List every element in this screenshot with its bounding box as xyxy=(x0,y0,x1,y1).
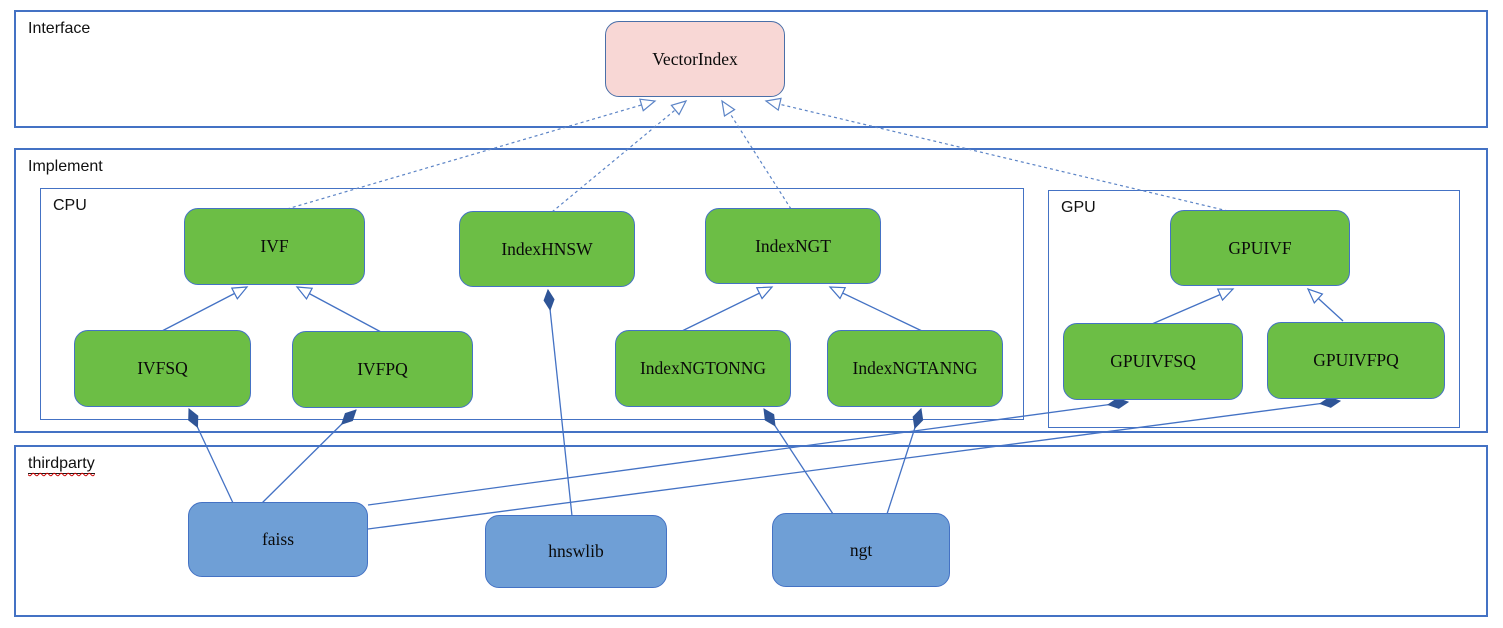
edge-faiss-gpuivfsq[interactable] xyxy=(367,402,1128,506)
node-ivfpq-label: IVFPQ xyxy=(357,359,408,379)
edge-hnswlib-indexhnsw[interactable] xyxy=(548,290,573,517)
section-cpu-label: CPU xyxy=(53,197,87,214)
node-gpuivfsq[interactable]: GPUIVFSQ xyxy=(1063,323,1243,400)
edge-ngt-indexngtanng[interactable] xyxy=(886,409,921,515)
node-ivfpq[interactable]: IVFPQ xyxy=(292,331,473,408)
edge-faiss-ivfpq[interactable] xyxy=(261,410,356,504)
node-indexngtanng[interactable]: IndexNGTANNG xyxy=(827,330,1003,407)
node-indexhnsw-label: IndexHNSW xyxy=(501,238,593,259)
edge-indexhnsw-vectorindex[interactable] xyxy=(551,100,688,213)
node-hnswlib-label: hnswlib xyxy=(548,541,604,561)
node-indexngtonng-label: IndexNGTONNG xyxy=(639,358,767,378)
section-thirdparty-label: thirdparty xyxy=(28,455,95,474)
node-indexngt[interactable]: IndexNGT xyxy=(705,208,881,284)
edge-ngt-indexngtonng[interactable] xyxy=(764,409,834,515)
edge-indexngtonng-indexngt[interactable] xyxy=(681,286,774,332)
edge-gpuivfsq-gpuivf[interactable] xyxy=(1151,288,1235,325)
edge-gpuivfpq-gpuivf[interactable] xyxy=(1306,287,1344,322)
node-gpuivfpq[interactable]: GPUIVFPQ xyxy=(1267,322,1445,399)
edge-ivfpq-ivf[interactable] xyxy=(295,286,382,333)
node-hnswlib[interactable]: hnswlib xyxy=(485,515,667,588)
node-indexngtanng-label: IndexNGTANNG xyxy=(852,358,978,378)
node-gpuivfsq-label: GPUIVFSQ xyxy=(1110,351,1196,371)
edge-indexngt-vectorindex[interactable] xyxy=(721,99,792,210)
node-faiss-label: faiss xyxy=(261,529,295,549)
node-vectorindex[interactable]: VectorIndex xyxy=(605,21,785,97)
node-ivfsq-label: IVFSQ xyxy=(137,358,188,378)
edge-faiss-ivfsq[interactable] xyxy=(189,409,234,504)
node-ivf[interactable]: IVF xyxy=(184,208,365,285)
node-gpuivfpq-label: GPUIVFPQ xyxy=(1313,350,1399,370)
edge-indexngtanng-indexngt[interactable] xyxy=(828,286,923,332)
node-vectorindex-label: VectorIndex xyxy=(652,48,738,69)
section-thirdparty-text: thirdparty xyxy=(28,455,95,472)
edge-faiss-gpuivfpq[interactable] xyxy=(367,401,1340,530)
section-gpu-label: GPU xyxy=(1061,199,1096,216)
node-indexngtonng[interactable]: IndexNGTONNG xyxy=(615,330,791,407)
node-gpuivf-label: GPUIVF xyxy=(1228,237,1292,258)
section-implement-label: Implement xyxy=(28,158,103,175)
node-indexhnsw[interactable]: IndexHNSW xyxy=(459,211,635,287)
section-interface-label: Interface xyxy=(28,20,91,37)
node-ngt[interactable]: ngt xyxy=(772,513,950,587)
node-faiss[interactable]: faiss xyxy=(188,502,368,577)
edge-ivf-vectorindex[interactable] xyxy=(286,98,657,210)
node-indexngt-label: IndexNGT xyxy=(755,235,831,256)
node-ivf-label: IVF xyxy=(260,236,289,256)
node-ivfsq[interactable]: IVFSQ xyxy=(74,330,251,407)
node-ngt-label: ngt xyxy=(849,539,873,560)
edge-ivfsq-ivf[interactable] xyxy=(161,286,249,332)
node-gpuivf[interactable]: GPUIVF xyxy=(1170,210,1350,286)
edge-gpuivf-vectorindex[interactable] xyxy=(764,97,1229,212)
